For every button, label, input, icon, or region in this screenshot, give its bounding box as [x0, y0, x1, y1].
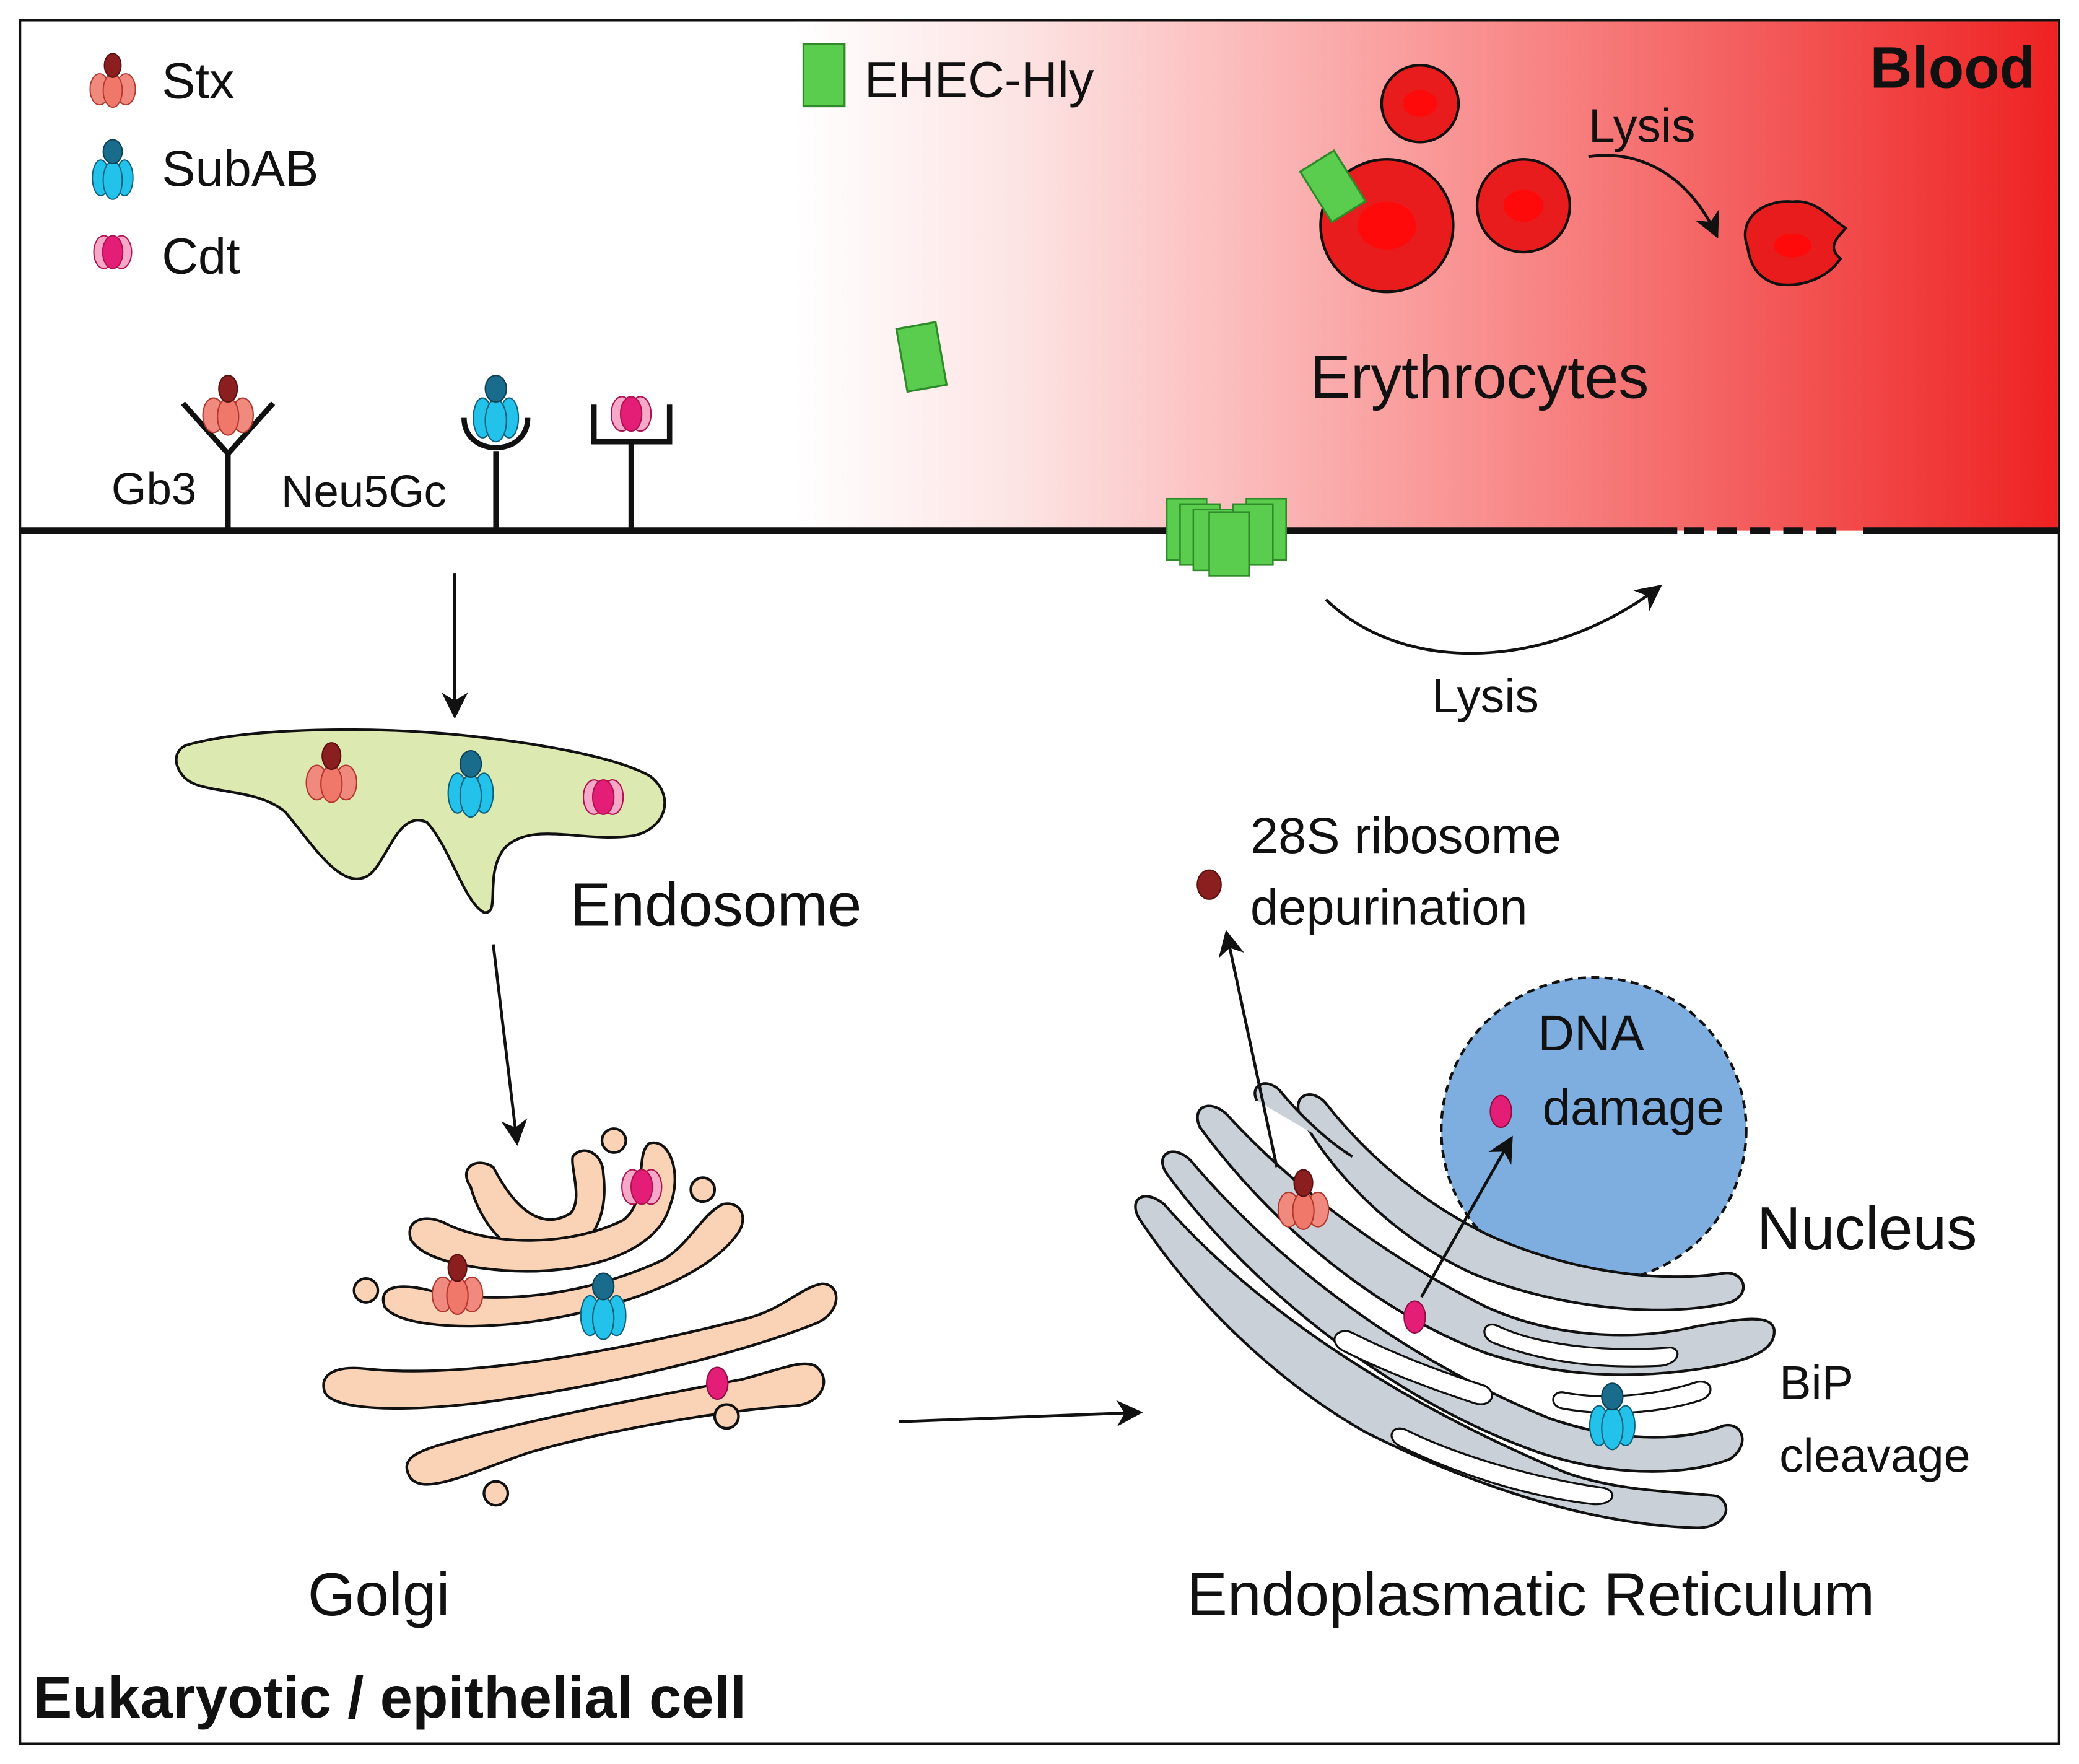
lysis-top-arrow: [1588, 154, 1719, 239]
ehec-hly-monomer-on-rbc: [1299, 149, 1367, 224]
golgi-cdt-2: [706, 1366, 729, 1400]
golgi-label: Golgi: [308, 1560, 450, 1628]
bip-label-line1: BiP: [1779, 1356, 1854, 1410]
cdt-receptor: [591, 404, 673, 528]
legend-subab-label: SubAB: [162, 141, 318, 197]
legend-ehec-label: EHEC-Hly: [865, 52, 1094, 108]
nucleus-cdt: [1489, 1094, 1512, 1129]
endoplasmic-reticulum: [1134, 1082, 1776, 1529]
neu5gc-receptor: [461, 417, 531, 528]
er-cdt: [1403, 1300, 1426, 1334]
neu5gc-label: Neu5Gc: [281, 466, 447, 517]
ehec-hly-pore: [1166, 497, 1288, 577]
lysis-bottom-label: Lysis: [1432, 670, 1539, 723]
legend: Stx SubAB Cdt EHEC-Hly: [89, 43, 1094, 284]
legend-cdt-label: Cdt: [162, 228, 240, 284]
erythrocytes-label: Erythrocytes: [1310, 343, 1649, 411]
endosome-shape: [175, 728, 666, 914]
cell-label: Eukaryotic / epithelial cell: [33, 1665, 747, 1730]
endosome-cdt: [582, 779, 624, 815]
arrow-to-er: [899, 1400, 1143, 1427]
arrow-to-nucleus: [1420, 1135, 1513, 1298]
blood-label: Blood: [1870, 35, 2036, 100]
lysis-bottom-arrow: [1325, 584, 1662, 655]
ehec-hly-monomer-free: [895, 321, 948, 393]
er-label: Endoplasmatic Reticulum: [1187, 1560, 1875, 1628]
arrow-to-ribosome: [1218, 930, 1279, 1168]
ribosome-stx-a-subunit: [1196, 869, 1222, 900]
dna-damage-line2: damage: [1543, 1080, 1725, 1136]
legend-stx-label: Stx: [162, 53, 235, 110]
cdt-bound-receptor: [610, 396, 652, 432]
ribosome-label-line2: depurination: [1250, 880, 1528, 936]
dna-damage-line1: DNA: [1538, 1005, 1644, 1062]
gb3-label: Gb3: [111, 464, 197, 514]
lysis-top-label: Lysis: [1589, 99, 1696, 152]
endosome-label: Endosome: [570, 871, 862, 939]
bip-label-line2: cleavage: [1779, 1430, 1970, 1483]
ribosome-label-line1: 28S ribosome: [1250, 808, 1561, 864]
nucleus-label: Nucleus: [1757, 1194, 1977, 1262]
golgi-cdt: [621, 1169, 663, 1205]
legend-cdt-icon: [93, 235, 133, 269]
legend-ehec-icon: [802, 43, 846, 108]
arrow-to-golgi: [492, 944, 528, 1146]
er-lumen: [1333, 1324, 1712, 1506]
erythrocytes: [1319, 64, 1848, 294]
gb3-receptor: [181, 401, 276, 528]
